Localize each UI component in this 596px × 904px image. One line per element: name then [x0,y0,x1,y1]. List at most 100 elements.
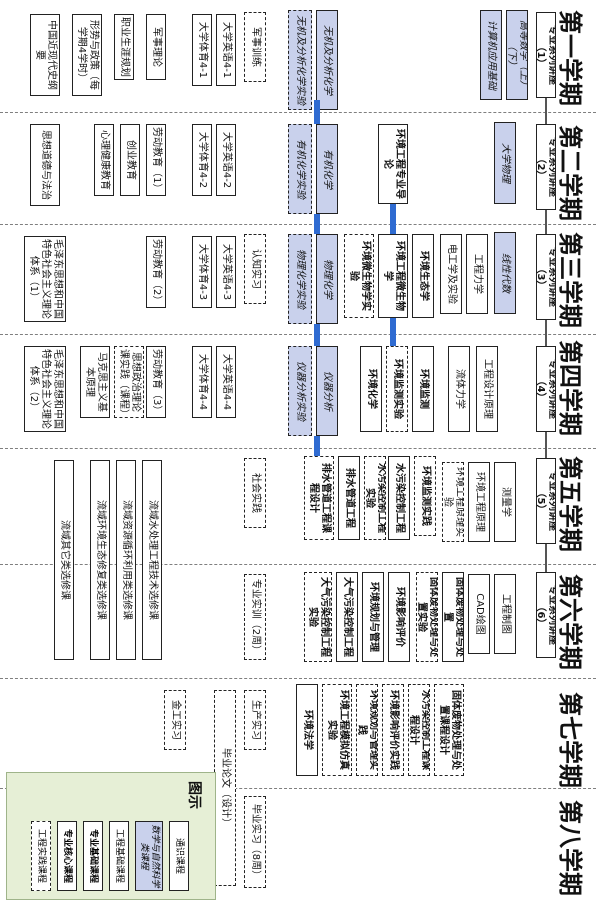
flow-arrow [314,214,320,234]
flow-arrow [390,204,396,234]
semester-3-label: 第三学期 [556,232,585,328]
course-box: 环境工程专业导论 [378,124,408,204]
course-box: 创业教育 [120,124,140,196]
course-box: 军事理论 [146,14,166,80]
legend-item: 数学与自然科学类课程 [135,821,163,891]
course-box: 物理化学 [316,234,338,324]
course-box: 环境规划与管理 [362,572,384,662]
course-box: 劳动教育（2） [146,236,166,308]
course-box: 思想政治理论课实践（课程） [114,346,144,418]
legend-item: 工程实践课程 [31,821,51,891]
course-box: 高等数学（上）（下） [506,10,528,100]
course-box: 大气污染控制工程 [336,572,358,662]
course-box: 水污染控制工程实验 [364,456,386,540]
elective-box: 流域水处理工程技术选修课 [142,460,162,660]
course-box: 环境法学 [296,684,318,776]
semester-6-label: 第六学期 [556,574,585,670]
course-box: 环境工程模拟仿真实验 [322,684,352,776]
course-box: 环境规划与管理实践 [356,684,378,776]
course-box: 电工学及实验 [440,234,462,314]
course-box: 大学体育4-3 [192,236,212,308]
legend-item: 专业基础课程 [83,821,103,891]
legend: 图示 通识课程 数学与自然科学类课程 工程基础课程 专业基础课程 专业核心课程 … [6,772,216,900]
course-box: 环境工程原理实验 [442,462,464,542]
course-box: 水污染控制工程课程设计 [408,684,430,776]
connector-line [545,432,547,458]
elective-box: 流域资源循环利用类选修课 [116,460,136,660]
course-box: 无机及分析化学 [316,10,338,110]
course-box: 工程制图 [494,574,516,654]
course-box: 环境监测实践 [414,456,436,536]
course-box: 工程设计原理 [476,346,498,432]
course-box: 专业系列讲座（5） [536,458,556,544]
flow-arrow [314,324,320,346]
elective-box: 流域环境生态修复类选修课 [90,460,110,660]
course-box: 毕业实习（8周） [244,796,266,888]
course-box: 环境监测实验 [386,346,408,432]
course-box: 有机化学实验 [288,124,312,214]
course-box: 固体废物处理与处置课程设计 [434,684,464,776]
course-box: 劳动教育（1） [146,124,166,196]
course-box: 固体废物处理与处置实验 [416,572,438,662]
course-box: 有机化学 [316,124,338,214]
connector-line [545,544,547,572]
course-box: 专业系列讲座（2） [536,124,556,210]
course-box: 专业系列讲座（1） [536,12,556,98]
course-box: 金工实习 [164,690,186,750]
course-box: 环境生态学 [412,234,434,318]
course-box: 线性代数 [494,232,516,314]
course-box: 环境工程原理 [468,462,490,542]
flow-arrow [314,100,320,124]
course-box: 社会实践 [244,458,266,528]
course-box: 流体力学 [448,346,470,432]
course-box: 计算机应用基础 [480,10,502,100]
course-box: 毛泽东思想和中国特色社会主义理论体系（1） [24,236,66,322]
course-box: 环境工程微生物学 [378,234,408,318]
flow-arrow [390,318,396,346]
semester-7-label: 第七学期 [556,692,585,788]
course-box: 职业生涯规划 [114,14,134,80]
course-box: 大学体育4-2 [192,124,212,196]
course-box: 仪器分析实验 [288,346,312,436]
course-box: 生产实习 [244,690,266,750]
connector-line [545,320,547,346]
course-box: 大学英语4-4 [216,346,236,418]
course-box: 思想道德与法治 [30,124,60,206]
course-box: 专业实训（2周） [244,574,266,660]
course-box: 物理化学实验 [288,234,312,324]
course-box: 大学英语4-3 [216,236,236,308]
course-box: 排水管道工程 [338,456,360,540]
course-box: 环境微生物学实验 [344,234,374,318]
course-box: 毛泽东思想和中国特色社会主义理论体系（2） [24,346,66,432]
course-box: 中国近现代史纲要 [30,14,60,96]
course-box: 大学物理 [494,122,516,204]
semester-8-label: 第八学期 [556,800,585,896]
semester-divider [0,334,596,335]
course-box: 大学英语4-1 [216,14,236,86]
flow-arrow [314,436,320,456]
course-box: 大学体育4-1 [192,14,212,86]
course-box: 心理健康教育 [94,124,114,196]
course-box: 环境影响评价实践 [382,684,404,776]
course-box: 仪器分析 [316,346,338,436]
course-box: 大气污染控制工程实验 [304,572,332,662]
legend-item: 工程基础课程 [109,821,129,891]
course-box: 形势与政策（每学期4学时） [72,14,102,96]
course-box: 环境监测 [412,346,434,432]
semester-divider [0,112,596,113]
course-box: CAD绘图 [468,574,490,654]
course-box: 环境影响评价 [388,572,410,662]
semester-2-label: 第二学期 [556,125,585,221]
course-box: 工程力学 [466,234,488,314]
semester-5-label: 第五学期 [556,456,585,552]
semester-divider [0,448,596,449]
course-box: 专业系列讲座（6） [536,572,556,658]
course-box: 劳动教育（3） [146,346,166,418]
semester-divider [0,224,596,225]
course-box: 无机及分析化学实验 [288,10,312,110]
course-box: 军事训练 [244,12,266,82]
course-box: 大学英语4-2 [216,124,236,196]
course-box: 毕业论文（设计） [214,690,236,886]
